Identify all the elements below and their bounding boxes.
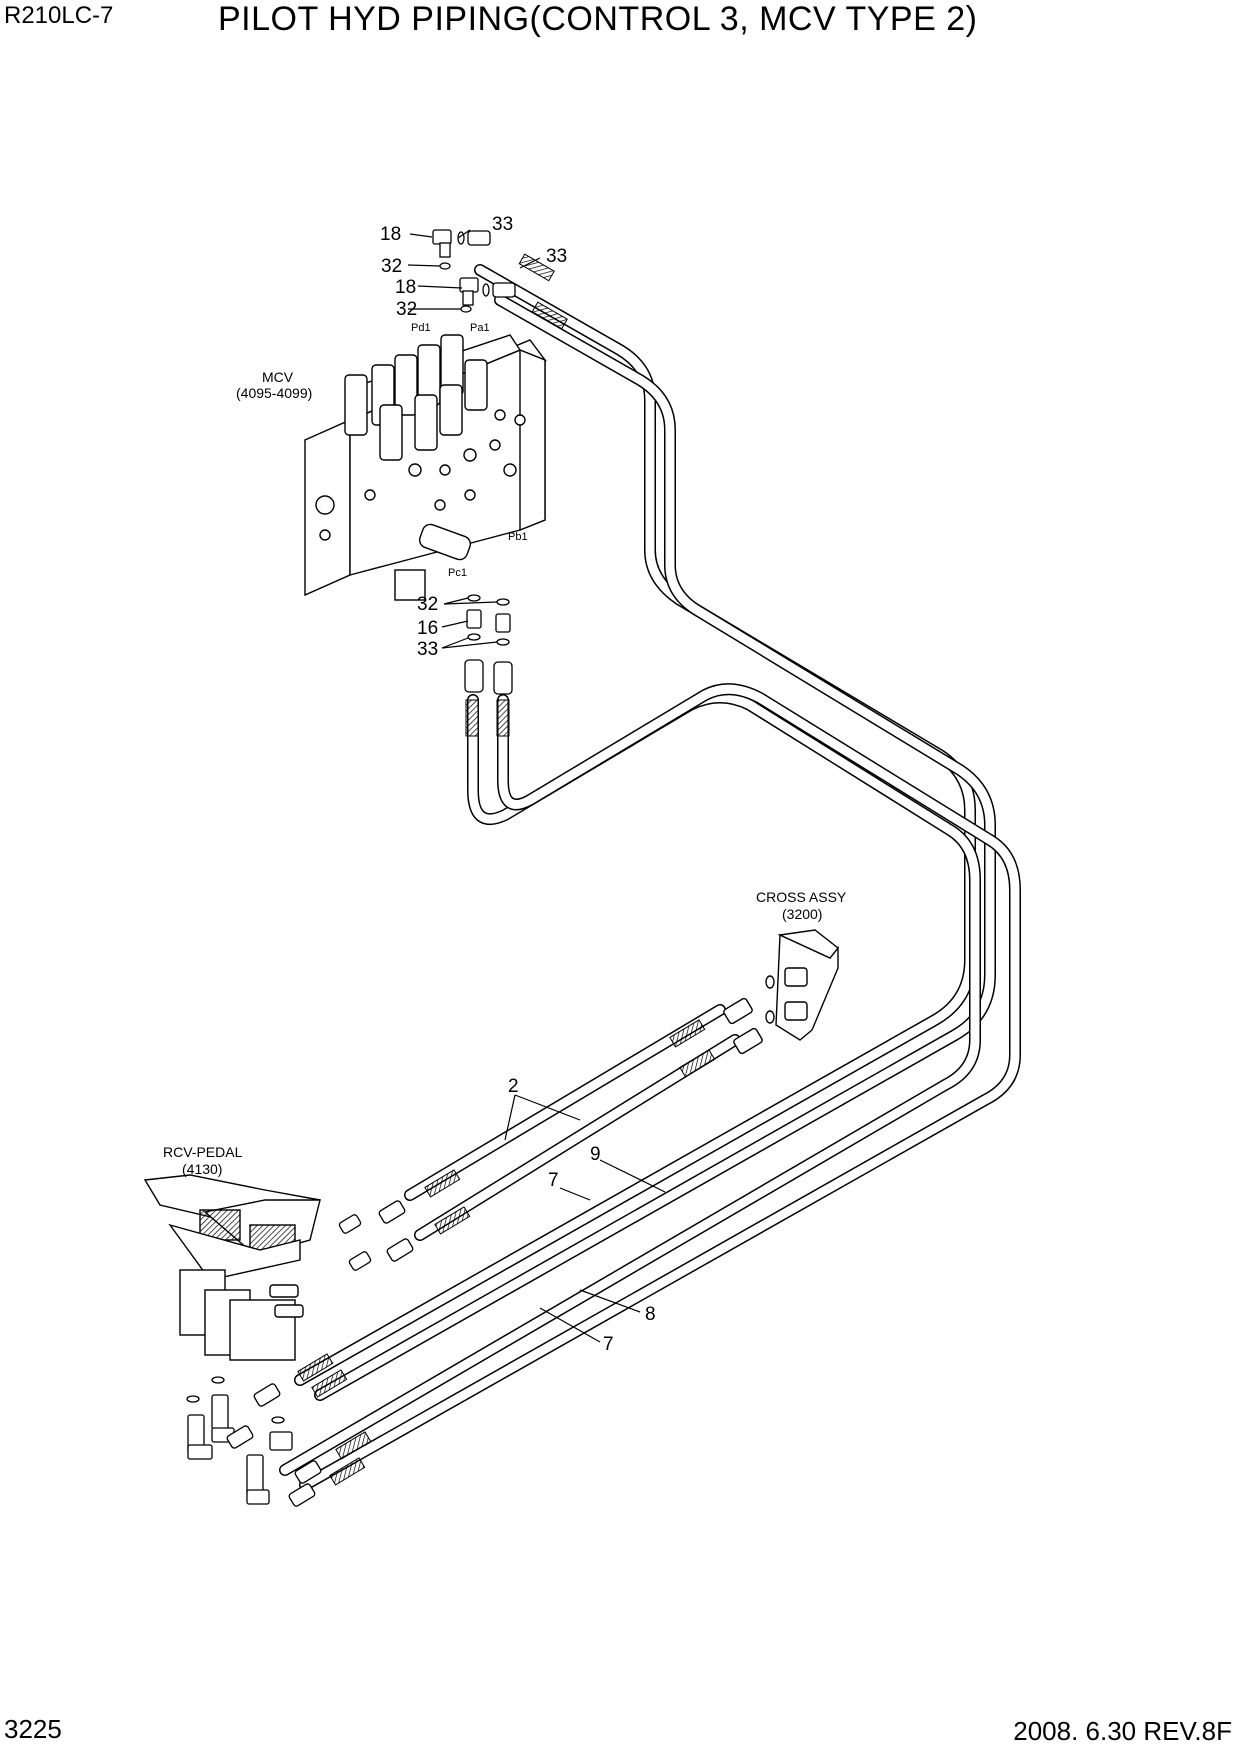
mcv-ports	[315, 409, 526, 541]
port-pa1: Pa1	[470, 322, 490, 334]
callout-32-mcv-bottom: 32	[417, 594, 438, 615]
callout-9: 9	[590, 1144, 601, 1165]
hose-route-pc1	[279, 691, 981, 1476]
callout-18-upper: 18	[380, 224, 401, 245]
port-pc1: Pc1	[448, 567, 467, 579]
hose-item-2	[404, 1004, 741, 1241]
mcv-ref: (4095-4099)	[236, 385, 312, 401]
callout-16: 16	[417, 618, 438, 639]
port-pd1: Pd1	[411, 322, 431, 334]
mcv-assembly	[304, 334, 548, 601]
hose-route-pb1	[299, 683, 1021, 1491]
port-labels: Pd1 Pa1 Pb1 Pc1	[411, 322, 528, 579]
port-pb1: Pb1	[508, 531, 528, 543]
diagram-title: PILOT HYD PIPING(CONTROL 3, MCV TYPE 2)	[218, 0, 978, 38]
callout-7-lower: 7	[603, 1334, 614, 1355]
model-number: R210LC-7	[4, 2, 114, 29]
callout-33-upper: 33	[492, 214, 513, 235]
pedal-fittings	[186, 1200, 414, 1507]
cross-assy-label: CROSS ASSY	[756, 889, 847, 905]
revision-date: 2008. 6.30 REV.8F	[1013, 1716, 1232, 1746]
callout-33-hose: 33	[546, 246, 567, 267]
hose-route-pa1	[314, 294, 996, 1401]
leader-lines	[407, 229, 666, 1343]
cross-assy	[723, 929, 839, 1055]
callout-numbers: 18 33 32 33 18 32 32 16 33 2 9 7 8 7	[380, 214, 656, 1355]
component-labels: MCV (4095-4099) CROSS ASSY (3200) RCV-PE…	[163, 369, 847, 1177]
cross-assy-ref: (3200)	[782, 906, 822, 922]
callout-2: 2	[508, 1076, 519, 1097]
callout-32-upper: 32	[381, 256, 402, 277]
mcv-lower-fittings	[464, 594, 513, 695]
callout-33-mcv-bottom: 33	[417, 639, 438, 660]
mcv-spools	[344, 334, 488, 461]
hose-crimps	[297, 253, 716, 1486]
rcv-pedal-ref: (4130)	[182, 1161, 222, 1177]
callout-18-lower: 18	[395, 277, 416, 298]
callout-8: 8	[645, 1304, 656, 1325]
mcv-label: MCV	[262, 369, 294, 385]
mcv-upper-fittings	[432, 229, 516, 313]
callout-7-upper: 7	[548, 1170, 559, 1191]
hose-routes	[279, 264, 1021, 1491]
rcv-pedal-assembly	[143, 1174, 321, 1361]
rcv-pedal-label: RCV-PEDAL	[163, 1144, 243, 1160]
callout-32-lower: 32	[396, 299, 417, 320]
page-number: 3225	[4, 1714, 62, 1744]
